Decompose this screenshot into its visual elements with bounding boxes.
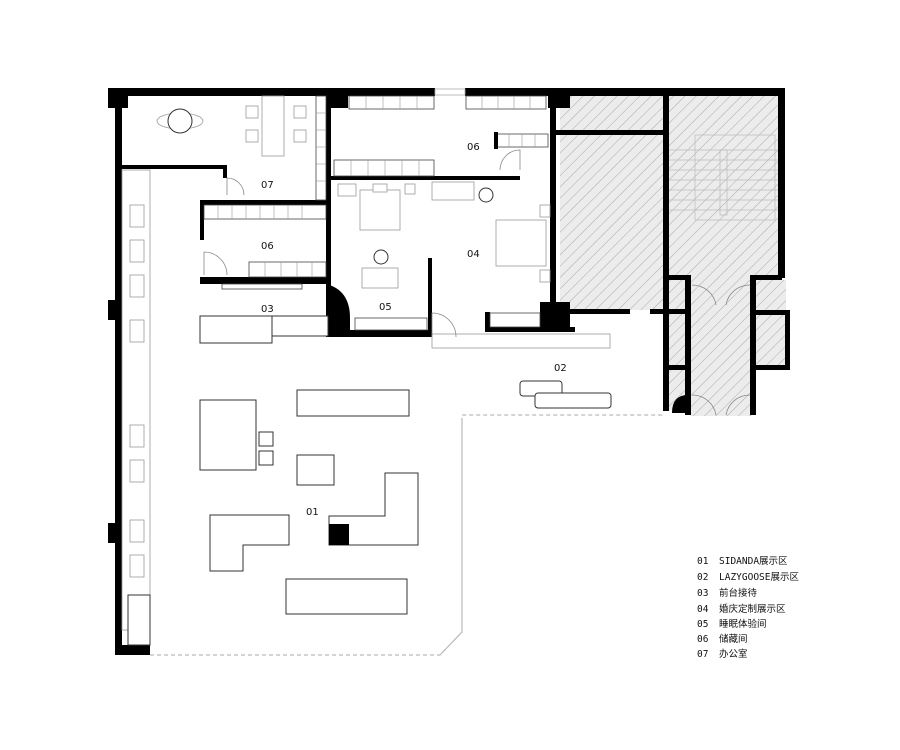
doors[interactable] (203, 149, 751, 416)
stairs (668, 134, 780, 221)
stairwell (668, 96, 780, 276)
display-01 (199, 389, 419, 615)
cabinet-04 (489, 312, 541, 328)
room-label-05: 05 (379, 302, 392, 313)
room-labels: 07 06 03 05 04 06 02 01 (261, 142, 567, 518)
hatched-area (560, 96, 665, 132)
door-06 (203, 251, 228, 276)
legend-num: 07 (697, 649, 708, 660)
cabinet-column-07 (315, 95, 327, 201)
legend-text: 睡眠体验间 (719, 618, 767, 630)
door-07 (226, 177, 245, 196)
wall-display-left (121, 169, 151, 646)
room-label-06b: 06 (467, 142, 480, 153)
cabinets (121, 95, 549, 646)
boundary-line (439, 420, 463, 656)
window (434, 88, 466, 96)
legend-num: 02 (697, 572, 708, 583)
door-exit (691, 394, 751, 416)
legend-num: 04 (697, 604, 709, 615)
furniture (156, 95, 612, 615)
door-stair (691, 284, 751, 306)
cabinet-row-06 (203, 204, 327, 290)
legend-text: 婚庆定制展示区 (719, 603, 786, 615)
door-05 (431, 312, 457, 338)
hatched-area (560, 135, 663, 310)
legend-num: 05 (697, 619, 708, 630)
bed-05 (337, 183, 416, 289)
room-label-04: 04 (467, 249, 480, 260)
office-furniture (156, 95, 307, 157)
room-label-07: 07 (261, 180, 274, 191)
legend-text: 前台接待 (719, 587, 758, 599)
legend-text: 办公室 (719, 648, 748, 660)
legend-text: 储藏间 (719, 633, 748, 645)
room-label-03: 03 (261, 304, 274, 315)
walls (108, 88, 790, 655)
corridor (690, 276, 752, 416)
room-label-02: 02 (554, 363, 567, 374)
legend: 01 SIDANDA展示区 02 LAZYGOOSE展示区 03 前台接待 04… (697, 556, 799, 660)
reception-desk (199, 315, 329, 344)
bed-04 (431, 181, 551, 283)
room-label-01: 01 (306, 507, 319, 518)
cabinet-row-top (333, 95, 549, 177)
room-label-06: 06 (261, 241, 274, 252)
legend-text: LAZYGOOSE展示区 (719, 572, 799, 583)
legend-num: 03 (697, 588, 708, 599)
legend-num: 01 (697, 556, 709, 567)
display-02 (431, 333, 612, 409)
cabinet-05 (354, 317, 428, 331)
hatched-area (756, 280, 786, 365)
legend-text: SIDANDA展示区 (719, 556, 788, 567)
legend-num: 06 (697, 634, 709, 645)
door-06b (499, 149, 521, 171)
